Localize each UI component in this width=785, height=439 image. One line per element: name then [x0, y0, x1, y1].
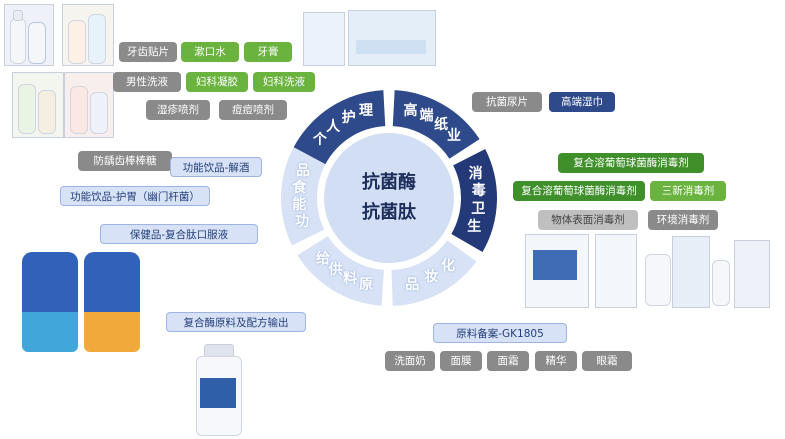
- ring-char-personal-care: 人: [326, 119, 341, 136]
- tag-face-mask: 面膜: [440, 351, 482, 371]
- ring-char-high-end-paper: 端: [419, 108, 434, 125]
- ring-char-cosmetics: 品: [405, 276, 420, 293]
- tag-eczema-spray: 湿疹喷剂: [146, 100, 210, 120]
- ring-char-cosmetics: 化: [441, 257, 456, 274]
- ring-char-cosmetics: 妆: [424, 269, 439, 286]
- tag-premium-wipes: 高端湿巾: [549, 92, 615, 112]
- tag-anti-caries-lollipop: 防龋齿棒棒糖: [78, 151, 172, 171]
- ring-char-functional-food: 能: [292, 196, 307, 213]
- ring-segment-high-end-paper: [392, 90, 480, 159]
- ring-char-personal-care: 护: [341, 109, 356, 126]
- ring-char-raw-material: 原: [359, 277, 373, 293]
- ring-segment-raw-material: [297, 236, 384, 306]
- tag-serum: 精华: [535, 351, 577, 371]
- tag-gyn-gel: 妇科凝胶: [186, 72, 248, 92]
- tag-enzyme-formula-output: 复合酶原料及配方输出: [166, 312, 306, 332]
- ring-char-high-end-paper: 高: [403, 102, 418, 119]
- tag-gyn-wash: 妇科洗液: [253, 72, 315, 92]
- ring-char-functional-food: 功: [295, 213, 310, 230]
- tag-toothpaste: 牙膏: [244, 42, 292, 62]
- ring-segment-functional-food: [280, 147, 326, 246]
- ring-char-high-end-paper: 业: [446, 127, 461, 144]
- center-disc: [324, 133, 454, 263]
- ring-char-disinfection: 生: [467, 218, 482, 235]
- tag-teeth-patch: 牙齿贴片: [119, 42, 177, 62]
- ring-char-disinfection: 卫: [471, 201, 486, 218]
- tag-lysostaphin-disinfectant-2: 复合溶葡萄球菌酶消毒剂: [513, 181, 645, 201]
- tag-stomach-drink: 功能饮品-护胃（幽门杆菌）: [60, 186, 210, 206]
- ring-char-raw-material: 料: [343, 271, 358, 288]
- ring-char-raw-material: 给: [315, 251, 330, 268]
- tag-peptide-oral-liquid: 保健品-复合肽口服液: [100, 224, 258, 244]
- tag-male-wash: 男性洗液: [113, 72, 181, 92]
- tag-environment-disinfectant: 环境消毒剂: [648, 210, 718, 230]
- ring-char-disinfection: 毒: [471, 183, 486, 200]
- ring-char-personal-care: 个: [312, 132, 327, 149]
- tag-antibacterial-diaper: 抗菌尿片: [472, 92, 542, 112]
- center-line-1: 抗菌酶: [362, 172, 416, 193]
- ring-segment-disinfection: [451, 148, 497, 252]
- center-line-2: 抗菌肽: [362, 202, 416, 223]
- ring-char-personal-care: 理: [359, 102, 373, 119]
- tag-face-cream: 面霜: [487, 351, 529, 371]
- center-label: 抗菌酶 抗菌肽: [339, 168, 439, 228]
- tag-acne-spray: 痘痘喷剂: [219, 100, 287, 120]
- tag-hangover-drink: 功能饮品-解酒: [170, 157, 262, 177]
- tag-surface-disinfectant: 物体表面消毒剂: [538, 210, 638, 230]
- ring-char-high-end-paper: 纸: [434, 116, 449, 133]
- ring-segment-personal-care: [293, 90, 386, 165]
- ring-char-functional-food: 食: [292, 179, 307, 196]
- ring-char-functional-food: 品: [296, 163, 311, 180]
- tag-face-wash: 洗面奶: [385, 351, 435, 371]
- tag-eye-cream: 眼霜: [582, 351, 632, 371]
- tag-lysostaphin-disinfectant-1: 复合溶葡萄球菌酶消毒剂: [558, 153, 704, 173]
- tag-sanxin-disinfectant: 三新消毒剂: [650, 181, 726, 201]
- ring-char-raw-material: 供: [328, 262, 343, 279]
- ring-char-disinfection: 消: [468, 165, 483, 182]
- tag-raw-material-filing: 原料备案-GK1805: [433, 323, 567, 343]
- tag-mouthwash: 漱口水: [181, 42, 239, 62]
- ring-segment-cosmetics: [391, 240, 477, 306]
